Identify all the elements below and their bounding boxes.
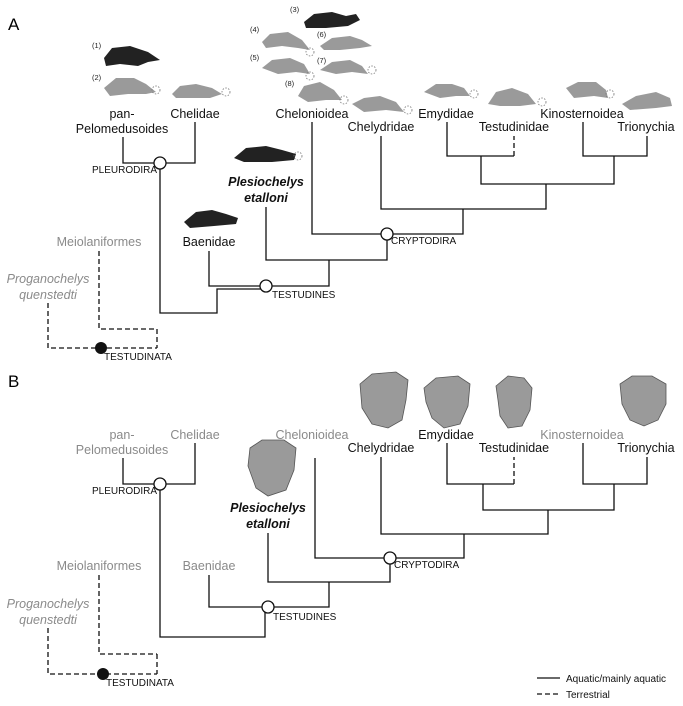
turtle-silhouette-trionychia (622, 92, 672, 110)
taxon-plesiochelys-line2: etalloni (246, 517, 290, 531)
silhouette-number-6: (6) (317, 30, 327, 39)
turtle-head-outline (151, 85, 161, 95)
turtle-head-outline (305, 71, 315, 81)
node-label-testudines: TESTUDINES (273, 612, 337, 623)
turtle-silhouette-testudinidae (488, 88, 536, 106)
turtle-silhouette-2 (104, 78, 156, 96)
taxon-proganochelys-line2: quenstedti (19, 613, 78, 627)
taxon-proganochelys-line1: Proganochelys (7, 272, 90, 286)
turtle-silhouette-emydidae (424, 84, 470, 98)
legend: Aquatic/mainly aquatic Terrestrial (537, 674, 666, 701)
node-pleurodira (153, 156, 167, 170)
taxon-trionychia: Trionychia (617, 120, 674, 134)
silhouette-number-2: (2) (92, 73, 102, 82)
taxon-pan-pelomedusoides-line1: pan- (109, 107, 134, 121)
taxon-chelydridae: Chelydridae (348, 120, 415, 134)
node-pleurodira (153, 477, 167, 491)
node-label-cryptodira: CRYPTODIRA (391, 236, 457, 247)
taxon-pan-pelomedusoides-line2: Pelomedusoides (76, 443, 168, 457)
taxon-plesiochelys-line2: etalloni (244, 191, 288, 205)
turtle-head-outline (605, 89, 615, 99)
panel-b-letter: B (8, 372, 19, 391)
taxon-baenidae: Baenidae (183, 235, 236, 249)
turtle-silhouette-plesiochelys (234, 146, 296, 162)
turtle-silhouette-6 (320, 36, 372, 50)
skull-silhouettes (247, 371, 667, 497)
taxon-emydidae: Emydidae (418, 428, 474, 442)
node-testudines (259, 279, 273, 293)
turtle-head-outline (469, 89, 479, 99)
taxon-pan-pelomedusoides-line2: Pelomedusoides (76, 122, 168, 136)
silhouette-number-7: (7) (317, 56, 327, 65)
node-label-testudinata: TESTUDINATA (104, 352, 172, 363)
legend-aquatic-label: Aquatic/mainly aquatic (566, 674, 666, 685)
turtle-silhouette-chelidae (172, 84, 222, 98)
taxon-chelidae: Chelidae (170, 428, 219, 442)
turtle-silhouettes (104, 12, 672, 228)
node-cryptodira (380, 227, 394, 241)
silhouette-number-1: (1) (92, 41, 102, 50)
taxon-plesiochelys-line1: Plesiochelys (230, 501, 306, 515)
taxon-emydidae: Emydidae (418, 107, 474, 121)
turtle-head-outline (367, 65, 377, 75)
turtle-silhouette-1 (104, 46, 160, 66)
turtle-silhouette-kinosternoidea (566, 82, 608, 98)
tree-branches (47, 443, 648, 675)
taxon-chelidae: Chelidae (170, 107, 219, 121)
taxon-meiolaniformes: Meiolaniformes (57, 235, 142, 249)
node-testudinata (95, 342, 107, 354)
skull-plesiochelys (247, 439, 297, 497)
taxon-proganochelys-line2: quenstedti (19, 288, 78, 302)
turtle-silhouette-7 (320, 60, 368, 74)
turtle-silhouette-3 (304, 12, 360, 28)
skull-emydidae (423, 375, 471, 429)
taxon-kinosternoidea: Kinosternoidea (540, 428, 623, 442)
taxon-meiolaniformes: Meiolaniformes (57, 559, 142, 573)
turtle-silhouette-8 (298, 82, 342, 102)
taxon-testudinidae: Testudinidae (479, 120, 549, 134)
turtle-head-outline (537, 97, 547, 107)
legend-terrestrial-label: Terrestrial (566, 690, 610, 701)
taxon-pan-pelomedusoides-line1: pan- (109, 428, 134, 442)
node-label-pleurodira: PLEURODIRA (92, 165, 157, 176)
node-testudines (261, 600, 275, 614)
silhouette-number-5: (5) (250, 53, 260, 62)
turtle-silhouette-chelydridae (352, 96, 404, 112)
turtle-silhouette-4 (262, 32, 310, 50)
taxon-testudinidae: Testudinidae (479, 441, 549, 455)
silhouette-number-3: (3) (290, 5, 300, 14)
taxon-trionychia: Trionychia (617, 441, 674, 455)
node-label-pleurodira: PLEURODIRA (92, 486, 157, 497)
silhouette-number-4: (4) (250, 25, 260, 34)
panel-a: A (1) (2) (3) (4) (5) (6) (7) (8) (7, 5, 675, 363)
skull-trionychia (619, 375, 667, 427)
node-cryptodira (383, 551, 397, 565)
taxon-kinosternoidea: Kinosternoidea (540, 107, 623, 121)
skull-testudinidae (495, 375, 533, 429)
turtle-silhouette-5 (262, 58, 310, 74)
silhouette-number-8: (8) (285, 79, 295, 88)
node-label-testudines: TESTUDINES (272, 290, 336, 301)
skull-chelydridae (359, 371, 409, 429)
taxon-plesiochelys-line1: Plesiochelys (228, 175, 304, 189)
taxon-proganochelys-line1: Proganochelys (7, 597, 90, 611)
node-label-cryptodira: CRYPTODIRA (394, 560, 460, 571)
panel-a-letter: A (8, 15, 20, 34)
turtle-head-outline (339, 95, 349, 105)
turtle-head-outline (305, 47, 315, 57)
node-testudinata (97, 668, 109, 680)
taxon-chelonioidea: Chelonioidea (276, 428, 349, 442)
node-label-testudinata: TESTUDINATA (106, 678, 174, 689)
turtle-head-outline (221, 87, 231, 97)
taxon-chelydridae: Chelydridae (348, 441, 415, 455)
turtle-silhouette-baenidae (184, 210, 238, 228)
turtle-head-outline (403, 105, 413, 115)
turtle-head-outline (293, 151, 303, 161)
tree-branches (47, 122, 648, 349)
taxon-chelonioidea: Chelonioidea (276, 107, 349, 121)
taxon-baenidae: Baenidae (183, 559, 236, 573)
panel-b: B pan- Pelomedusoides Chelidae Chelonioi… (7, 371, 675, 689)
